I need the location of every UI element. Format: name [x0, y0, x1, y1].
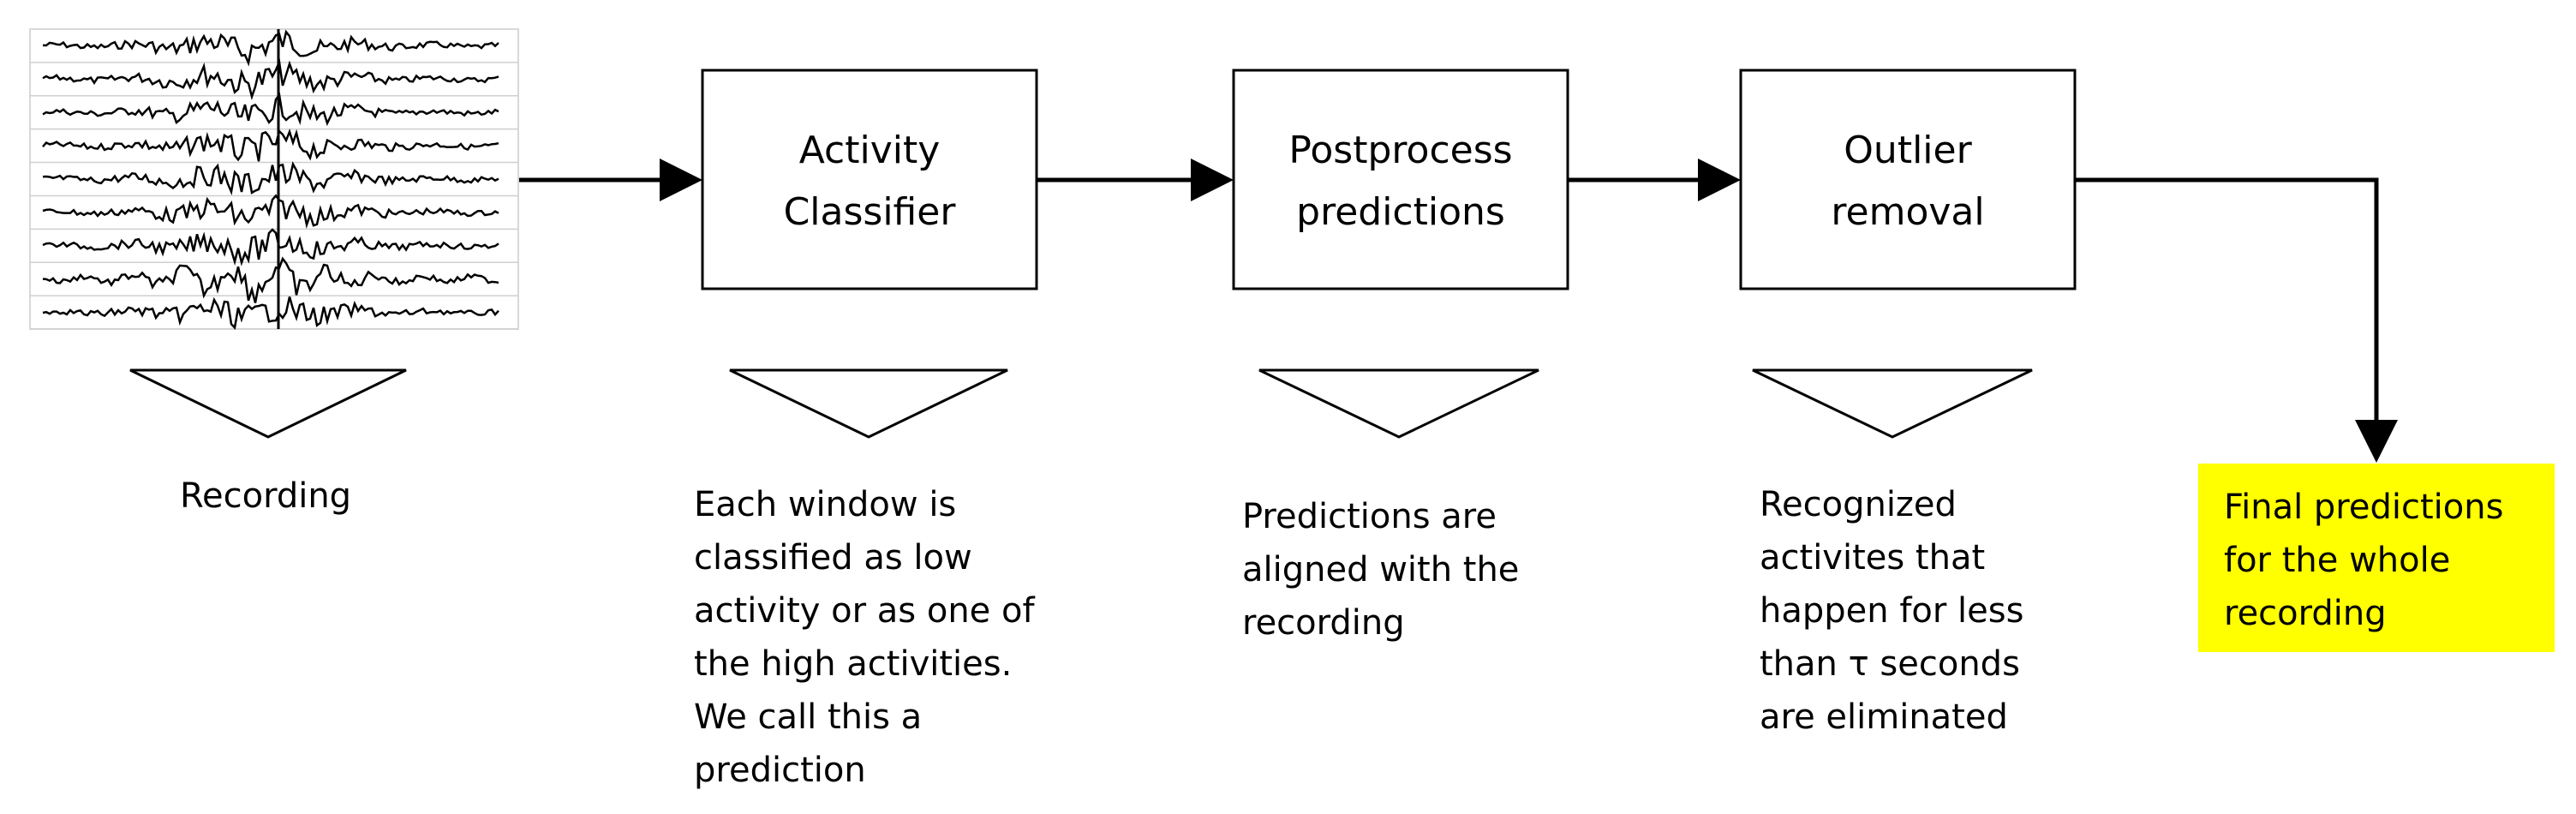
- recording-caption: Recording: [180, 476, 352, 516]
- signal-channel-trace: [42, 92, 499, 127]
- arrow-outlier-to-final: [2075, 177, 2398, 463]
- classifier-description-line: activity or as one of: [694, 591, 1035, 631]
- postprocess-description-line: Predictions are: [1242, 497, 1497, 536]
- postprocess-title-1: Postprocess: [1288, 129, 1512, 172]
- postprocess-description-line: recording: [1242, 603, 1405, 643]
- signal-channel-trace: [42, 29, 499, 67]
- classifier-description-line: We call this a: [694, 697, 923, 737]
- final-description-line: recording: [2224, 594, 2387, 633]
- postprocess-description-line: aligned with the: [1242, 550, 1520, 590]
- signal-channel-trace: [42, 228, 499, 266]
- signal-channel-trace: [42, 296, 499, 331]
- final-description-line: for the whole: [2224, 541, 2451, 580]
- outlier-removal-box: [1739, 69, 2077, 290]
- outlier-description-line: activites that: [1760, 538, 1986, 578]
- signal-channel-trace: [42, 129, 499, 162]
- classifier-description-line: classified as low: [694, 538, 972, 578]
- outlier-removal-title-1: Outlier: [1844, 129, 1972, 172]
- final-predictions-box: Final predictions for the whole recordin…: [2198, 464, 2555, 652]
- activity-classifier-box: [701, 69, 1038, 290]
- classifier-description: Each window is classified as low activit…: [694, 478, 1035, 797]
- signal-channel-trace: [42, 57, 499, 100]
- outlier-description-line: happen for less: [1760, 591, 2024, 631]
- signal-channel-trace: [42, 161, 499, 196]
- postprocess-predictions-box: [1232, 69, 1569, 290]
- postprocess-callout-triangle: [1258, 368, 1539, 439]
- classifier-description-line: prediction: [694, 751, 866, 790]
- classifier-callout-triangle: [729, 368, 1008, 439]
- classifier-description-line: Each window is: [694, 485, 957, 524]
- signal-channel-trace: [42, 194, 499, 230]
- outlier-callout-triangle: [1752, 368, 2033, 439]
- classifier-description-line: the high activities.: [694, 644, 1013, 684]
- postprocess-title-2: predictions: [1296, 190, 1505, 234]
- activity-classifier-title-2: Classifier: [784, 190, 957, 234]
- postprocess-description: Predictions are aligned with the recordi…: [1242, 490, 1519, 649]
- recording-callout-triangle: [129, 368, 407, 439]
- outlier-description-line: than τ seconds: [1760, 644, 2020, 684]
- activity-classifier-title-1: Activity: [799, 129, 941, 172]
- recording-signal-image: [29, 28, 519, 331]
- signal-channel-trace: [42, 256, 499, 303]
- outlier-description-line: are eliminated: [1760, 697, 2008, 737]
- outlier-description-line: Recognized: [1760, 485, 1957, 524]
- outlier-description: Recognized activites that happen for les…: [1760, 478, 2023, 744]
- outlier-removal-title-2: removal: [1831, 190, 1984, 234]
- final-description-line: Final predictions: [2224, 488, 2504, 527]
